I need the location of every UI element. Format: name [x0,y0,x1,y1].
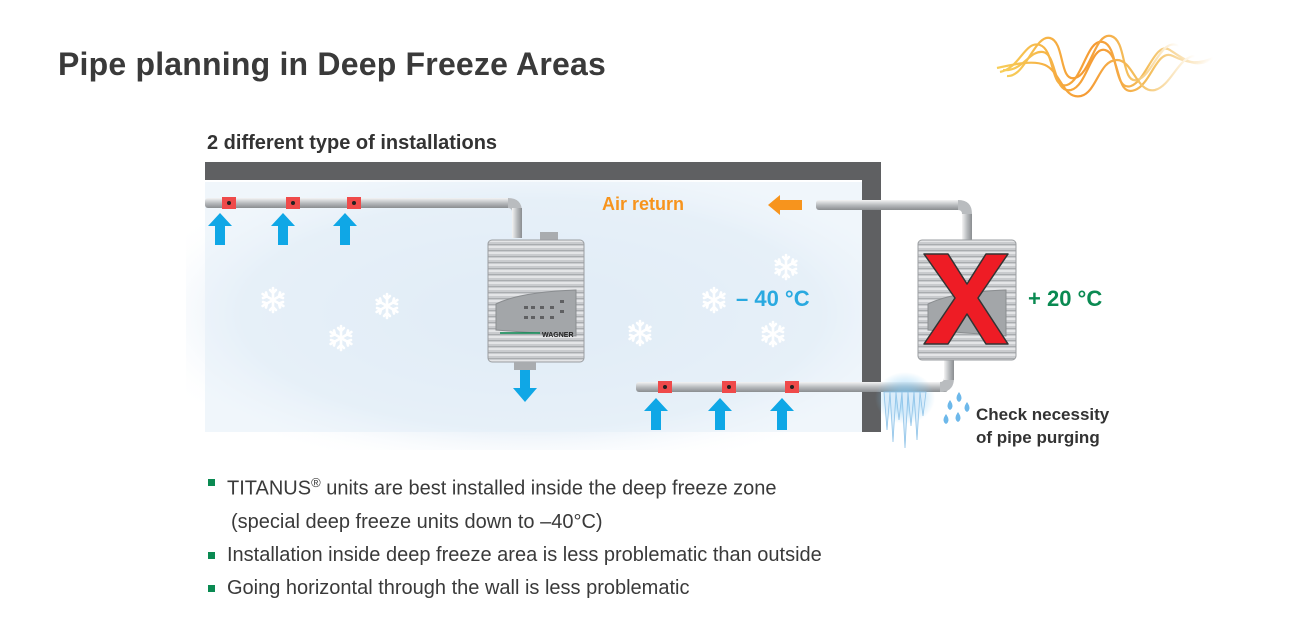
sampling-holes-bottom [658,381,799,393]
bullet-square-icon [208,479,215,486]
air-return-arrow-icon [768,195,802,215]
pipe-purging-note: Check necessity of pipe purging [976,403,1109,449]
brand-wave-logo [996,34,1309,98]
side-wall [862,162,881,432]
air-return-label: Air return [602,194,685,214]
bullet-text: Installation inside deep freeze area is … [227,543,822,566]
inside-temperature-label: – 40 °C [736,286,810,311]
bullet-text: TITANUS [227,477,312,500]
outside-temperature-label: + 20 °C [1028,286,1103,311]
icicles [875,372,935,449]
bullet-continuation: (special deep freeze units down to –40°C… [231,510,603,533]
bullet-square-icon [208,584,215,592]
return-air-pipe [816,200,964,210]
key-points-list: TITANUS® units are best installed inside… [207,466,822,605]
bullet-square-icon [208,551,215,559]
page-title: Pipe planning in Deep Freeze Areas [58,46,606,82]
detector-unit-inside: WAGNER [487,232,585,370]
not-recommended-cross-icon [923,253,1009,345]
pipe-purging-note-line1: Check necessity [976,405,1110,424]
exhaust-arrow-down [513,370,537,402]
list-item: Installation inside deep freeze area is … [207,539,822,572]
bullet-text-rest: units are best installed inside the deep… [320,477,777,500]
diagram-subtitle: 2 different type of installations [207,132,498,154]
ceiling-wall [205,162,881,180]
water-drops-icon [943,392,970,424]
sampling-holes-top [222,197,361,209]
bullet-text: Going horizontal through the wall is les… [227,576,690,599]
registered-mark: ® [311,475,321,490]
unit-brand-label: WAGNER [542,332,574,339]
list-item: Going horizontal through the wall is les… [207,572,822,605]
list-item: TITANUS® units are best installed inside… [207,466,822,539]
pipe-purging-note-line2: of pipe purging [976,428,1100,447]
